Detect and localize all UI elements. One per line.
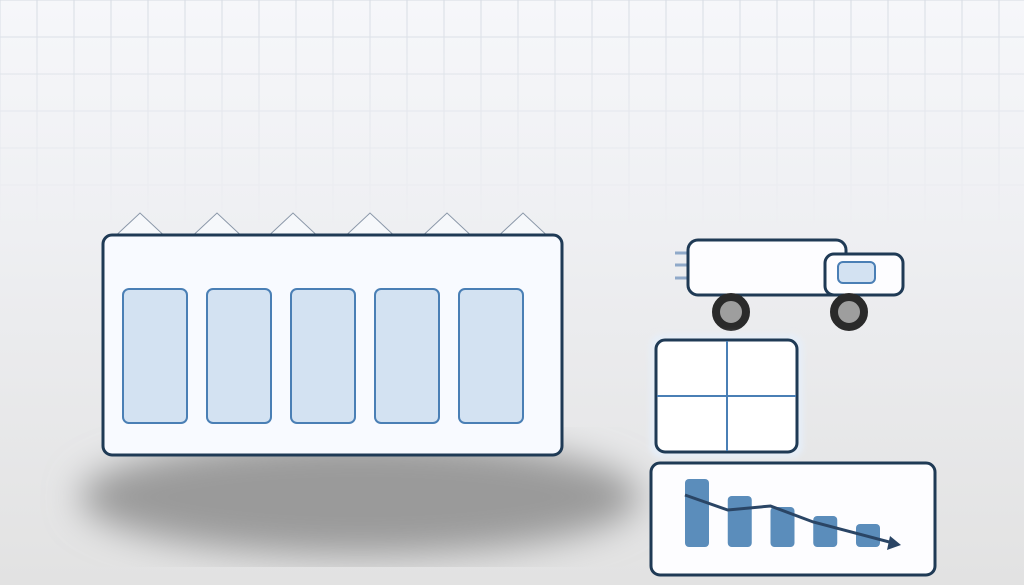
trend-arrow-head bbox=[887, 536, 901, 550]
truck-window bbox=[837, 261, 876, 284]
wheel-icon bbox=[712, 293, 750, 331]
chart-bar bbox=[813, 516, 838, 547]
truck-body bbox=[686, 238, 848, 297]
delivery-truck-icon bbox=[675, 238, 905, 331]
rack-panels bbox=[122, 288, 524, 424]
chart-bar bbox=[770, 507, 795, 547]
rack-panel bbox=[458, 288, 524, 424]
rack-panel bbox=[122, 288, 188, 424]
storage-rack-icon bbox=[101, 212, 564, 457]
rack-panel bbox=[206, 288, 272, 424]
trend-line bbox=[684, 493, 894, 545]
floor-shadow bbox=[80, 439, 640, 555]
declining-bar-chart-icon bbox=[649, 461, 937, 577]
chart-bar bbox=[685, 479, 709, 547]
rack-panel bbox=[374, 288, 440, 424]
rack-panel bbox=[290, 288, 356, 424]
chart-bar bbox=[727, 496, 752, 547]
background-grid bbox=[0, 0, 1024, 230]
wheel-icon bbox=[830, 293, 868, 331]
grid-window-icon bbox=[650, 334, 803, 458]
